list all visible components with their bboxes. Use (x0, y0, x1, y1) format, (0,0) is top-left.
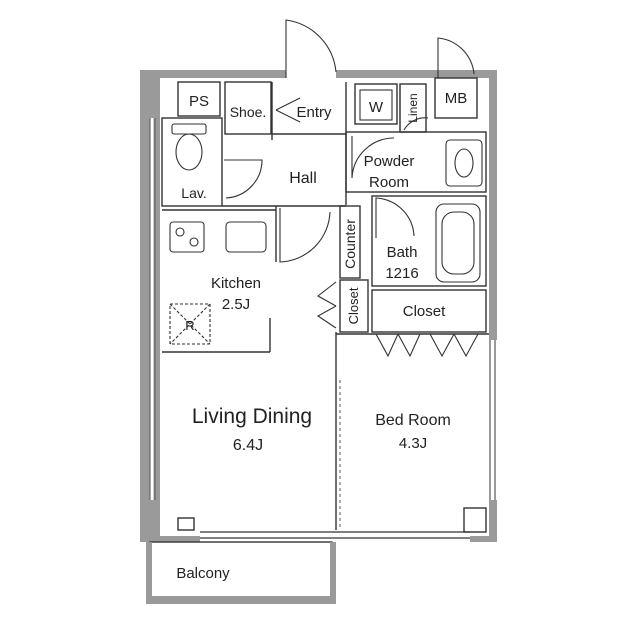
closet-vertical-box (339, 279, 369, 333)
closet-vertical-bifold (316, 281, 337, 329)
shoe-box (224, 81, 272, 135)
door-swings (224, 19, 479, 358)
label-w: W (369, 99, 384, 116)
living-corner-stub (177, 517, 195, 531)
w-box (354, 83, 398, 125)
bath-door-swing (375, 197, 415, 238)
label-mb: MB (445, 90, 468, 107)
balcony-right-shade (330, 542, 336, 604)
balcony-left-shade (146, 542, 152, 604)
balcony-outline (149, 541, 333, 601)
sink-icon (225, 221, 267, 253)
balcony-rail-shade (150, 596, 332, 604)
washbasin-icon (454, 148, 474, 178)
bathtub-outer (435, 203, 481, 283)
balcony-window-gap (200, 530, 470, 542)
entry-door-swing (285, 19, 337, 78)
label-living: Living Dining (192, 405, 312, 428)
mb-door-swing (437, 37, 475, 78)
powder-room (345, 131, 487, 193)
label-lav: Lav. (181, 185, 206, 201)
label-fridge: R (185, 318, 194, 333)
closet-horizontal-box (371, 289, 487, 333)
washer-icon (359, 89, 393, 121)
label-bedroom: Bed Room (375, 412, 451, 429)
stove-burner-2 (189, 237, 199, 247)
outer-walls (140, 70, 497, 542)
bathtub-icon (441, 211, 475, 275)
counter-box (339, 205, 361, 279)
label-closet-horizontal: Closet (403, 303, 446, 320)
bath-room (371, 195, 487, 287)
stove-icon (169, 221, 205, 253)
washbasin-counter (445, 139, 483, 187)
stove-burner-1 (175, 227, 185, 237)
toilet-icon (175, 133, 203, 171)
powder-door-swing (351, 136, 395, 179)
lav-door-swing (224, 159, 263, 199)
ps-box (177, 81, 221, 117)
room-labels: PS Shoe. Entry W Linen MB Hall Lav. Powd… (176, 90, 467, 582)
label-bath: Bath (387, 244, 418, 261)
fridge-box (169, 303, 211, 345)
fridge-diagonal-2 (169, 303, 211, 345)
label-ps: PS (189, 93, 209, 110)
interior-area (160, 78, 489, 536)
lav-room (161, 117, 223, 207)
right-window-gap (489, 340, 497, 500)
mb-box (434, 77, 478, 119)
label-bedroom-size: 4.3J (399, 435, 427, 452)
label-hall: Hall (289, 170, 317, 187)
fridge-diagonal-1 (169, 303, 211, 345)
label-kitchen: Kitchen (211, 275, 261, 292)
label-bath-size: 1216 (385, 265, 418, 282)
label-shoe: Shoe. (230, 104, 267, 120)
label-balcony: Balcony (176, 565, 230, 582)
bedroom-closet-bifold (375, 333, 479, 358)
entry-door-gap (286, 70, 336, 80)
shoe-entry-door (275, 97, 301, 123)
label-kitchen-size: 2.5J (222, 296, 250, 313)
label-closet-vertical: Closet (346, 287, 361, 324)
bedroom-corner-stub (463, 507, 487, 533)
label-counter: Counter (342, 219, 358, 269)
label-living-size: 6.4J (233, 437, 263, 454)
interior-walls (161, 77, 489, 533)
label-linen: Linen (406, 93, 420, 122)
hall-living-door-swing (279, 208, 331, 263)
label-powder-2: Room (369, 174, 409, 191)
label-powder-1: Powder (364, 153, 415, 170)
balcony (146, 541, 336, 604)
linen-door-swing (403, 117, 429, 131)
label-entry: Entry (296, 104, 332, 121)
